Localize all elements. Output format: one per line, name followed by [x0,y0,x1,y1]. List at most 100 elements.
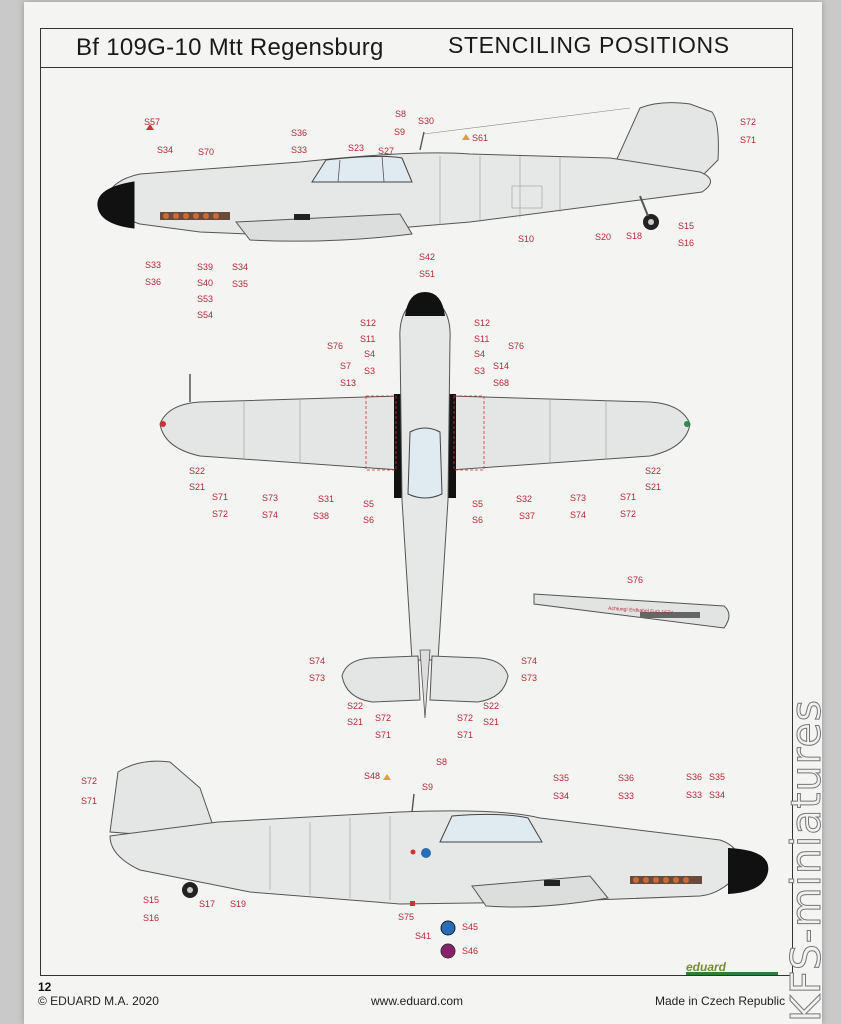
stencil-label: S74 [570,510,587,520]
stencil-label: S71 [212,492,229,502]
stencil-label: S73 [309,673,326,683]
stencil-label: S6 [472,515,484,525]
stencil-label: S74 [521,656,538,666]
stencil-label: S9 [394,127,406,137]
stencil-label: S72 [375,713,392,723]
stencil-label: S30 [418,116,435,126]
logo-bar [686,972,778,975]
aircraft-title: Bf 109G-10 Mtt Regensburg [76,34,384,61]
stencil-label: S74 [262,510,279,520]
stencil-label: S71 [81,796,98,806]
stencil-label: S36 [291,128,308,138]
stencil-label: S71 [375,730,392,740]
stencil-label: S72 [620,509,637,519]
stencil-label: S5 [363,499,375,509]
stencil-label: S22 [189,466,206,476]
stencil-label: S19 [230,899,247,909]
stencil-label: S40 [197,278,214,288]
stencil-label: S53 [197,294,214,304]
stencil-label: S6 [363,515,375,525]
stencil-label: S33 [145,260,162,270]
stencil-label: S11 [474,334,490,344]
stencil-label: S54 [197,310,214,320]
stencil-label: S5 [472,499,484,509]
stencil-label: S61 [472,133,489,143]
stencil-label: S46 [462,946,479,956]
stencil-label: S75 [398,912,415,922]
stencil-label: S4 [474,349,486,359]
stencil-label: S39 [197,262,214,272]
stencil-label: S15 [678,221,695,231]
section-title: STENCILING POSITIONS [448,32,730,58]
stencil-label: S71 [620,492,637,502]
stencil-label: S22 [483,701,500,711]
side-view-lower-aircraft [109,760,769,908]
stencil-label: S33 [686,790,703,800]
stencil-label: S74 [309,656,326,666]
stencil-label: S35 [232,279,249,289]
stencil-label: S76 [327,341,344,351]
stencil-label: S9 [422,782,434,792]
stencil-label: S34 [232,262,249,272]
stencil-label: S71 [740,135,757,145]
detail-flap-view [533,593,730,629]
stencil-symbols [146,124,470,959]
stencil-label: S11 [360,334,376,344]
stencil-label: S42 [419,252,436,262]
stencil-label: S21 [347,717,364,727]
stencil-label: S73 [262,493,279,503]
stencil-label: S4 [364,349,376,359]
stencil-label: S3 [474,366,486,376]
copyright-text: © EDUARD M.A. 2020 [38,994,159,1008]
stencil-label: S35 [553,773,570,783]
stencil-label: S51 [419,269,436,279]
stencil-label: S21 [189,482,206,492]
stencil-label: S21 [483,717,500,727]
stencil-label: S14 [493,361,510,371]
stencil-label: S41 [415,931,432,941]
title-bar [40,28,793,68]
stencil-label: S34 [553,791,570,801]
stencil-label: S3 [364,366,376,376]
watermark-text: KFS-miniatures [782,698,831,1022]
stencil-label: S76 [508,341,525,351]
stencil-label: S16 [143,913,160,923]
stencil-label: S73 [521,673,538,683]
stencil-label: S33 [618,791,635,801]
stencil-label: S70 [198,147,215,157]
stencil-label: S17 [199,899,216,909]
stencil-label: S20 [595,232,612,242]
stencil-label: S7 [340,361,352,371]
stencil-label: S68 [493,378,510,388]
stencil-label: S71 [457,730,474,740]
stencil-label: S10 [518,234,535,244]
plan-view-aircraft [159,292,691,719]
detail-stencil-label: S76 [627,575,644,585]
stencil-label: S31 [318,494,335,504]
stencil-label: S34 [157,145,174,155]
stencil-label: S21 [645,482,662,492]
stencil-label: S18 [626,231,643,241]
stencil-label: S13 [340,378,357,388]
stencil-label: S45 [462,922,479,932]
stencil-label: S72 [740,117,757,127]
stencil-label: S72 [457,713,474,723]
stencil-label: S32 [516,494,533,504]
stencil-label: S36 [686,772,703,782]
stencil-label: S35 [709,772,726,782]
stencil-label: S22 [645,466,662,476]
stencil-label: S57 [144,117,161,127]
stencil-label: S72 [81,776,98,786]
stencil-label: S16 [678,238,695,248]
stencil-label: S23 [348,143,365,153]
stencil-label: S27 [378,146,395,156]
page-number: 12 [38,980,52,994]
website-text: www.eduard.com [371,994,464,1008]
stencil-label: S36 [618,773,635,783]
made-in-text: Made in Czech Republic [655,994,786,1008]
eduard-logo: eduard [686,960,727,974]
stencil-label: S8 [436,757,448,767]
stencil-label: S48 [364,771,381,781]
stencil-label: S15 [143,895,160,905]
